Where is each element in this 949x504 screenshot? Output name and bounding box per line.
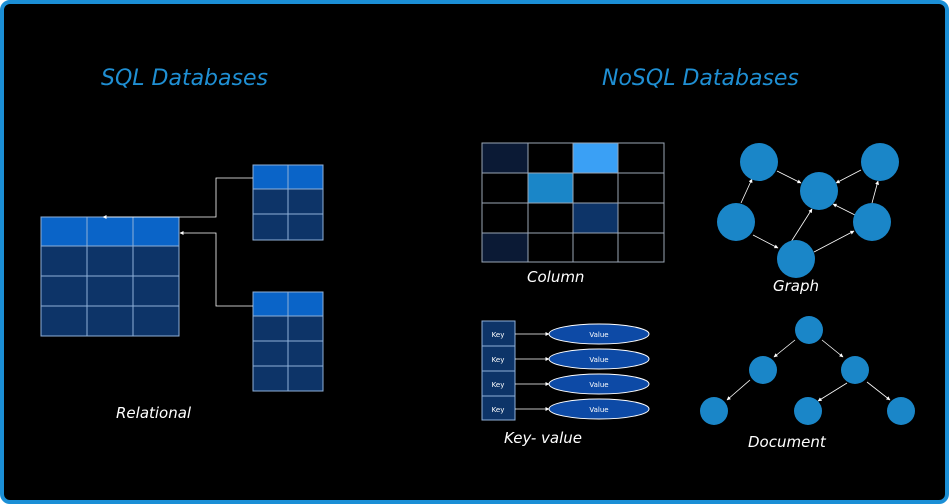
column-grid <box>481 142 665 263</box>
graph-label: Graph <box>773 277 820 295</box>
value-label: Value <box>589 406 608 414</box>
document-node <box>841 356 869 384</box>
document-node <box>887 397 915 425</box>
graph-node <box>740 143 778 181</box>
relational-table-bottom <box>252 291 324 392</box>
graph-node <box>853 203 891 241</box>
column-label: Column <box>527 268 585 286</box>
key-value-keys <box>481 320 516 421</box>
key-value-values <box>548 323 650 420</box>
key-label: Key <box>492 381 505 389</box>
relational-connectors <box>102 177 253 307</box>
value-label: Value <box>589 356 608 364</box>
key-value-text: Key Key Key Key Value Value Value Value <box>492 331 609 414</box>
document-node <box>749 356 777 384</box>
relational-main-table <box>40 216 180 337</box>
graph-nodes <box>717 143 899 278</box>
sql-heading: SQL Databases <box>101 66 268 91</box>
graph-edges <box>740 169 879 253</box>
document-label: Document <box>748 433 826 451</box>
key-label: Key <box>492 356 505 364</box>
graph-node <box>861 143 899 181</box>
value-label: Value <box>589 331 608 339</box>
key-label: Key <box>492 331 505 339</box>
document-node <box>795 316 823 344</box>
value-label: Value <box>589 381 608 389</box>
key-value-label: Key- value <box>504 429 583 447</box>
document-node <box>700 397 728 425</box>
document-nodes <box>700 316 915 425</box>
key-value-arrows <box>515 332 550 411</box>
graph-node <box>717 203 755 241</box>
diagram-canvas: Key Key Key Key Value Value Value Value <box>40 142 915 425</box>
document-node <box>794 397 822 425</box>
key-label: Key <box>492 406 505 414</box>
relational-table-top <box>252 164 324 241</box>
document-edges <box>726 339 891 402</box>
graph-node <box>777 240 815 278</box>
graph-node <box>800 172 838 210</box>
nosql-heading: NoSQL Databases <box>602 66 799 91</box>
relational-label: Relational <box>116 404 192 422</box>
